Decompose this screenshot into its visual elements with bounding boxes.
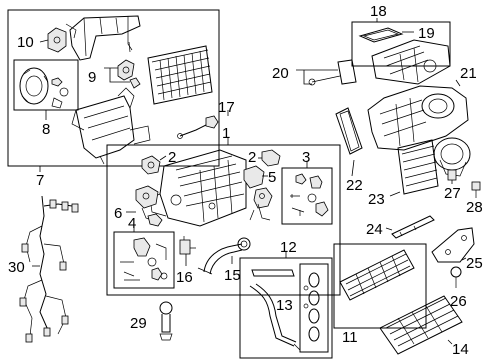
label-10: 10 [17,34,34,51]
part-11-radiator [339,249,415,301]
group-box-13 [299,263,329,353]
part-21-blower-housing [367,85,469,151]
group-box-7 [7,9,220,167]
group-box-11 [333,243,427,329]
hvac-case [149,149,247,227]
part-24-bracket [391,215,435,239]
part-26-bolt [450,266,462,288]
label-3: 3 [302,149,310,166]
group-box-3 [281,167,333,225]
label-28: 28 [466,199,483,216]
label-9: 9 [88,69,96,86]
group-box-4 [113,231,175,289]
label-2a: 2 [168,149,176,166]
part-3-hardware [290,173,329,217]
part-28-bolt [471,181,481,198]
label-2b: 2 [248,149,256,166]
label-8: 8 [42,121,50,138]
label-26: 26 [450,293,467,310]
label-20: 20 [272,65,289,82]
part-13-orings [303,272,320,342]
group-box-18 [351,21,451,67]
label-24: 24 [366,221,383,238]
part-22-gasket [335,107,363,155]
label-19: 19 [418,25,435,42]
label-27: 27 [444,185,461,202]
part-20-flap [308,59,357,86]
label-7: 7 [36,172,44,189]
intake-housing [371,39,451,85]
part-6-actuator [135,185,163,227]
part-15-hose [197,237,251,275]
part-23-filter [397,139,439,195]
part-29-sensor [159,301,173,341]
label-29: 29 [130,315,147,332]
part-2-actuator-left [141,155,161,175]
label-17: 17 [218,99,235,116]
part-27-motor [433,137,471,181]
part-30-harness [19,195,79,343]
label-16: 16 [176,269,193,286]
duct-frame [65,15,141,61]
label-5: 5 [268,169,276,186]
label-1: 1 [222,125,230,142]
label-11: 11 [342,329,358,346]
label-14: 14 [452,341,469,358]
part-4-hardware [120,237,168,281]
label-30: 30 [8,259,25,276]
label-4: 4 [128,215,136,232]
lower-housing [71,87,151,165]
part-10-clip [47,27,67,53]
part-25-plate [431,227,475,263]
part-17-sensor [177,115,219,139]
part-12-hoses [249,269,301,351]
label-23: 23 [368,191,385,208]
label-13: 13 [276,297,293,314]
label-21: 21 [460,65,477,82]
group-box-1 [106,144,341,296]
label-18: 18 [370,3,387,20]
part-5-actuator [243,165,273,221]
callout-labels: 10 9 8 7 1 17 2 2 3 5 6 4 16 15 12 13 29… [8,3,483,358]
part-19-gasket [358,27,404,43]
part-8-blower [13,59,79,111]
label-25: 25 [466,255,483,272]
label-12: 12 [280,239,297,256]
part-2-actuator-right [261,149,281,167]
part-9-valve [117,59,141,89]
heater-core [147,45,213,105]
part-14-radiator [379,295,463,355]
part-16-fitting [179,236,196,255]
label-22: 22 [346,177,363,194]
label-15: 15 [224,267,241,284]
label-6: 6 [114,205,122,222]
